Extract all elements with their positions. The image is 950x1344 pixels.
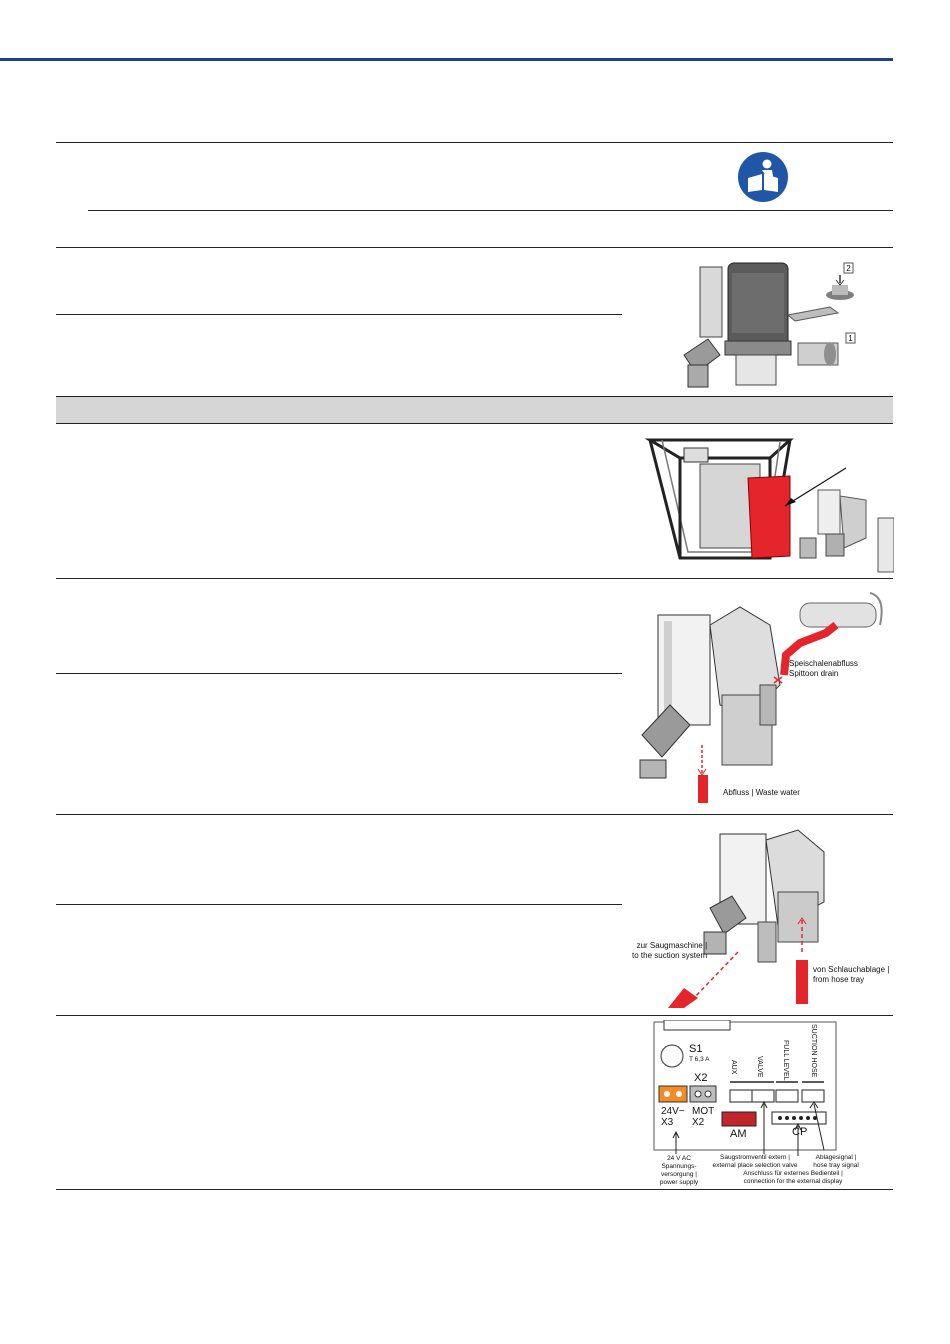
divider-10: [56, 1189, 893, 1190]
callout-1: 1: [848, 334, 853, 343]
module-figure: 2 1: [680, 255, 870, 390]
from-hose-tray-label: von Schlauchablage | from hose tray: [813, 965, 890, 984]
section-band: [56, 396, 893, 424]
header-accent-bar: [0, 58, 893, 61]
s1-label: S1: [689, 1043, 703, 1055]
full-level-label: FULL LEVEL: [782, 1040, 789, 1081]
to-suction-system-label: zur Saugmaschine | to the suction system: [632, 941, 708, 960]
power-supply-note: 24 V AC Spannungs- versorgung | power su…: [659, 1155, 699, 1186]
divider-5: [56, 578, 893, 579]
hose-signal-note: Ablagesignal | hose tray signal: [813, 1154, 859, 1169]
read-manual-icon: [738, 152, 788, 202]
fuse-label: T 6,3 A: [689, 1056, 710, 1063]
divider-4: [56, 314, 622, 315]
x3-label: 24V~ X3: [661, 1106, 685, 1128]
am-label: AM: [730, 1128, 747, 1140]
aux-label: AUX: [730, 1060, 737, 1075]
waste-water-label: Abfluss | Waste water: [723, 788, 800, 797]
spittoon-drain-label: Speischalenabfluss Spittoon drain: [789, 659, 858, 678]
drain-figure: Speischalenabfluss Spittoon drain Abflus…: [630, 585, 890, 805]
callout-2: 2: [846, 264, 851, 273]
cp-label: CP: [792, 1126, 808, 1138]
divider-6: [56, 673, 622, 674]
valve-label: VALVE: [756, 1056, 763, 1078]
mot-label: MOT X2: [692, 1106, 715, 1128]
x2-top-label: X2: [694, 1072, 708, 1084]
divider-1: [56, 142, 893, 143]
divider-7: [56, 814, 893, 815]
frame-figure: [640, 428, 895, 576]
divider-8: [56, 904, 622, 905]
divider-9: [56, 1015, 893, 1016]
divider-2: [88, 210, 893, 211]
suction-hose-label: SUCTION HOSE: [810, 1024, 817, 1078]
valve-note: Saugstromventil extern | external place …: [712, 1154, 798, 1169]
pcb-figure: S1 T 6,3 A X2 24V~ X3 MOT X2 AUX VALVE F…: [652, 1020, 852, 1188]
divider-3: [56, 247, 893, 248]
suction-figure: zur Saugmaschine | to the suction system…: [628, 822, 890, 1008]
display-note: Anschluss für externes Bedienteil | conn…: [743, 1170, 843, 1185]
